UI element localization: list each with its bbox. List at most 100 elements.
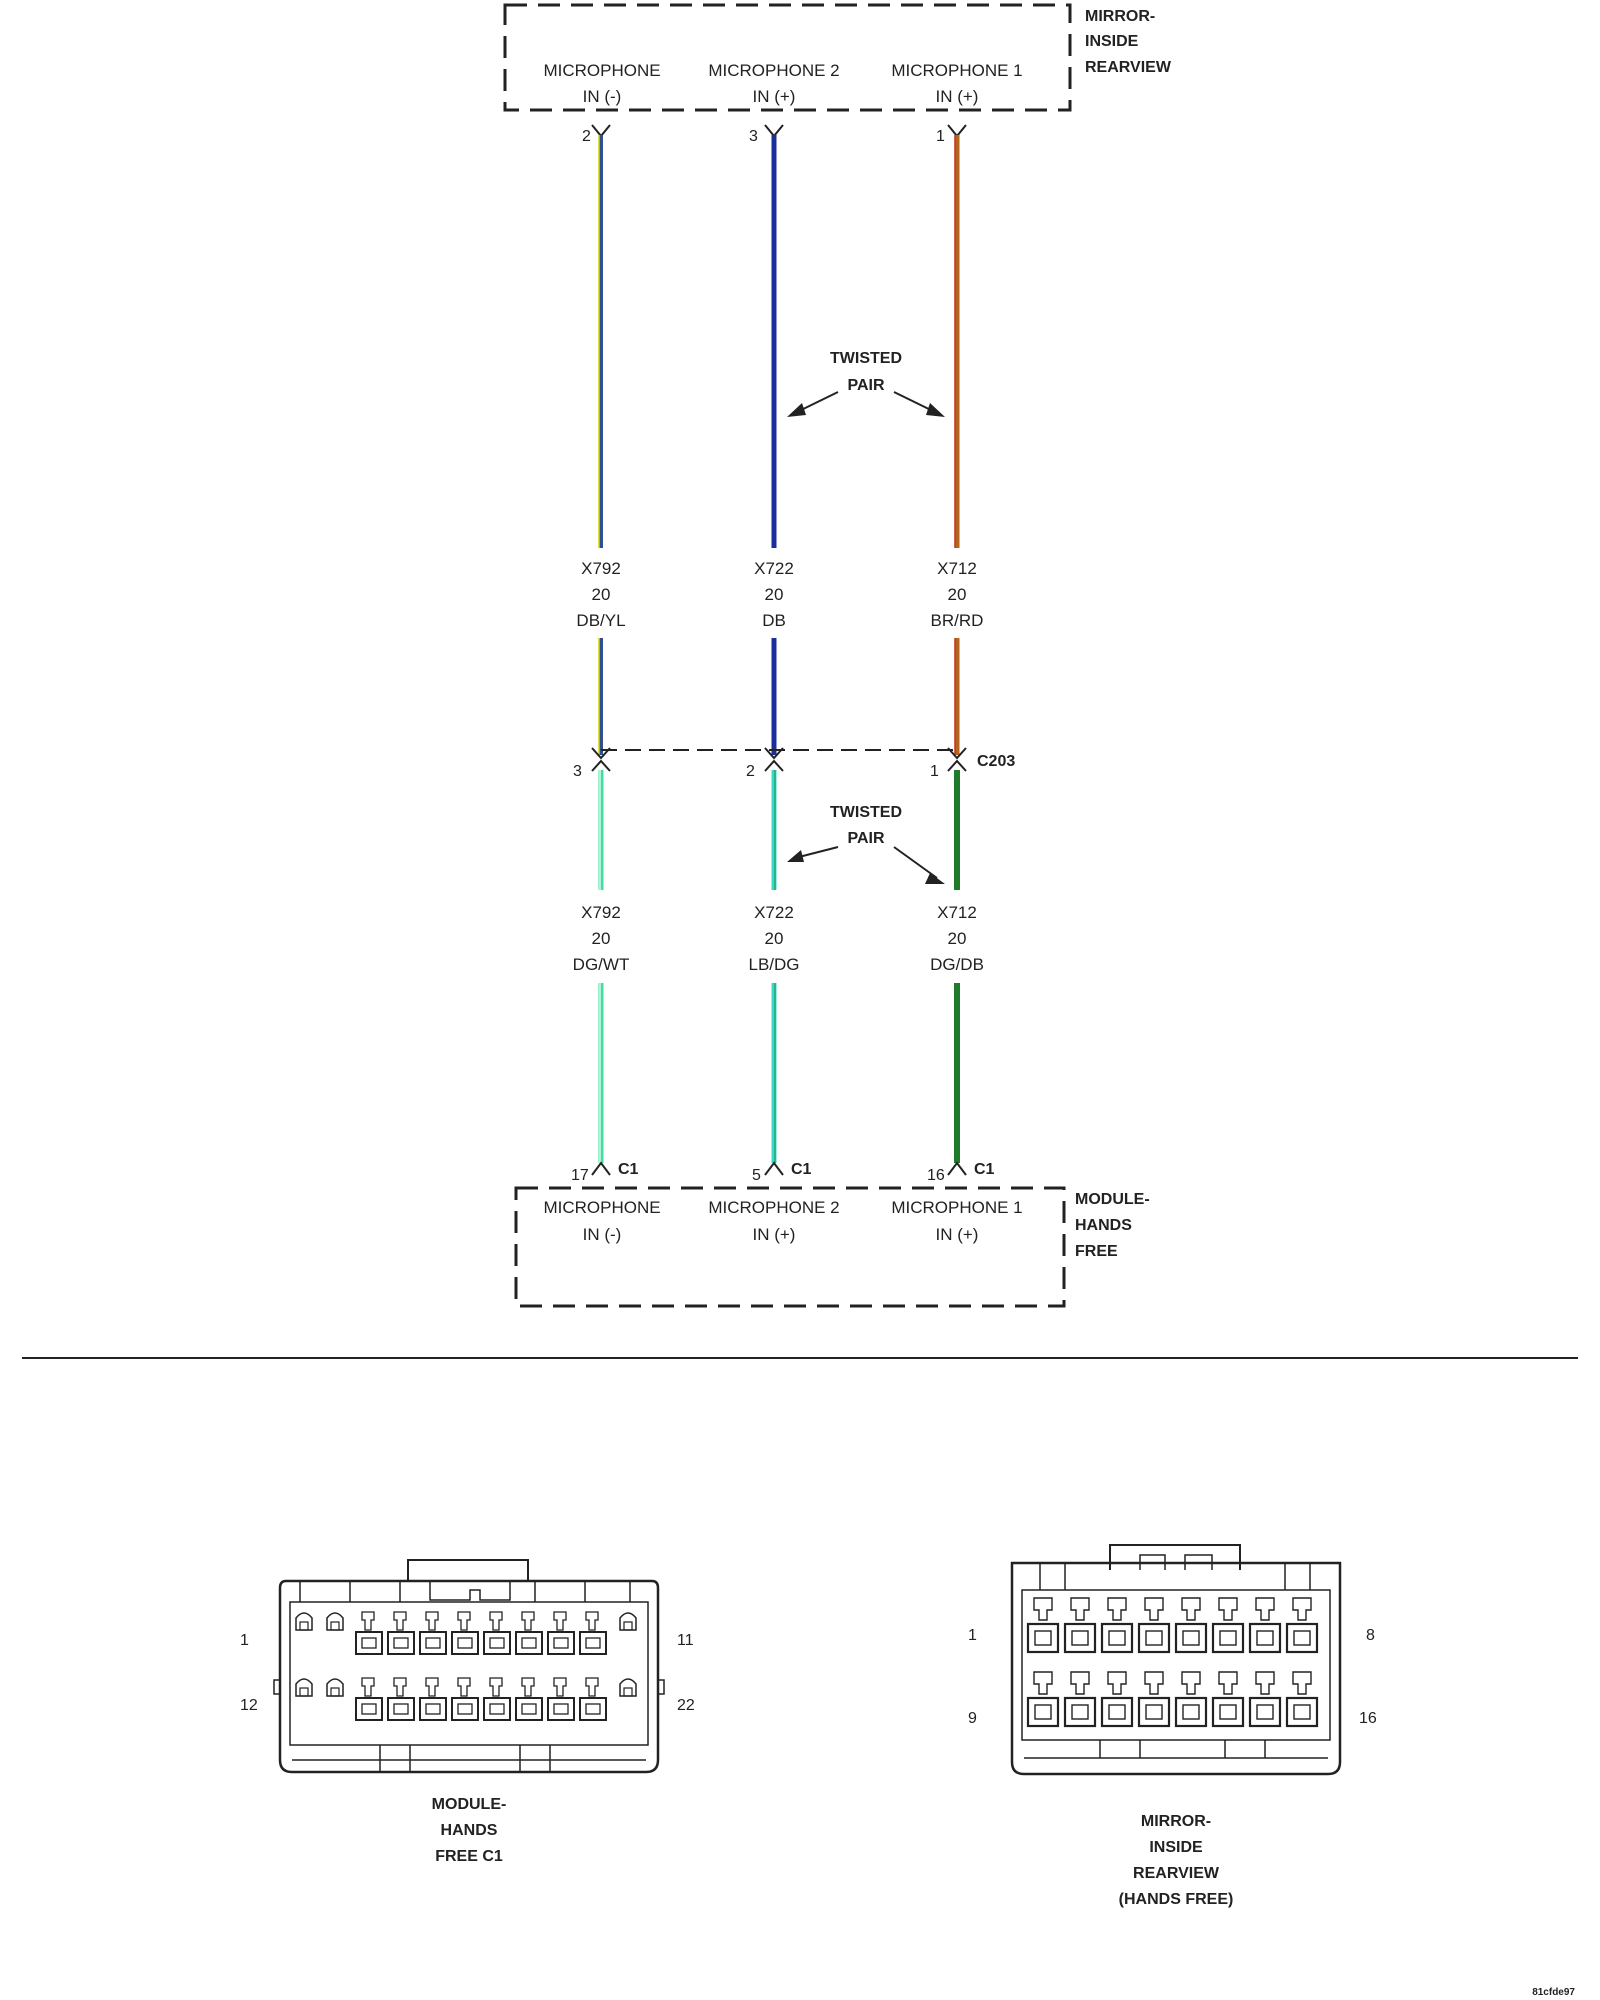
c1-view-top-ribs xyxy=(299,1581,631,1602)
c1-cavity-r0-2 xyxy=(419,1631,447,1655)
module-pin-number-c: 16 xyxy=(927,1167,945,1184)
lower-wire-a-color: DG/WT xyxy=(573,955,630,974)
c203-name: C203 xyxy=(977,753,1015,770)
module-pin-number-a: 17 xyxy=(571,1167,589,1184)
twisted-pair-upper-line1: TWISTED xyxy=(830,350,902,367)
mirror-cavity-inner-r0-0 xyxy=(1034,1630,1052,1646)
mirror-view-pin-label-16: 16 xyxy=(1359,1710,1377,1727)
lower-wire-b-color: LB/DG xyxy=(748,955,799,974)
c1-view-bottom-rail xyxy=(292,1745,646,1772)
c1-cavity-r0-7 xyxy=(579,1631,607,1655)
upper-wire-b-gauge: 20 xyxy=(765,585,784,604)
lower-wire-b-circuit: X722 xyxy=(754,903,794,922)
mirror-pin-label-b2: IN (+) xyxy=(753,87,796,106)
upper-wire-a-gauge: 20 xyxy=(592,585,611,604)
c1-cavity-inner-r1-4 xyxy=(489,1703,505,1715)
lower-wire-c-gauge: 20 xyxy=(948,929,967,948)
c1-cavity-r1-4 xyxy=(483,1697,511,1721)
mirror-pin-label-c1: MICROPHONE 1 xyxy=(891,61,1022,80)
mirror-cavity-inner-r1-6 xyxy=(1256,1704,1274,1720)
mirror-cavity-r0-2 xyxy=(1100,1622,1134,1654)
c203-pin-b: 2 xyxy=(746,763,755,780)
upper-wire-a-circuit: X792 xyxy=(581,559,621,578)
mirror-view-pin-label-9: 9 xyxy=(968,1710,977,1727)
module-component-box xyxy=(514,1186,1066,1308)
mirror-pin-number-c: 1 xyxy=(936,128,945,145)
c1-view-name-line2: HANDS xyxy=(441,1822,498,1839)
c1-cavity-r0-0 xyxy=(355,1631,383,1655)
c1-cavity-r0-6 xyxy=(547,1631,575,1655)
c1-lock-cavity-r1-1 xyxy=(326,1678,344,1697)
c1-cavity-tab-r1-2 xyxy=(425,1677,439,1697)
c1-cavity-inner-r1-5 xyxy=(521,1703,537,1715)
c1-cavity-r1-6 xyxy=(547,1697,575,1721)
c1-view-cavities xyxy=(295,1611,637,1721)
c203-male-symbol-b xyxy=(764,747,784,760)
mirror-view-inner-outline xyxy=(1021,1589,1331,1741)
mirror-component-box xyxy=(503,3,1072,112)
module-pin-label-b2: IN (+) xyxy=(753,1225,796,1244)
mirror-cavity-r1-7 xyxy=(1285,1696,1319,1728)
module-pin-label-a1: MICROPHONE xyxy=(543,1198,660,1217)
twisted-pair-lower-arrowhead-left xyxy=(787,850,804,862)
twisted-pair-lower-line2: PAIR xyxy=(847,830,884,847)
mirror-terminal-symbol-c xyxy=(947,124,967,138)
mirror-view-body xyxy=(1010,1561,1342,1776)
c1-lock-inner-r0-1 xyxy=(330,1621,340,1631)
c1-cavity-tab-r1-5 xyxy=(521,1677,535,1697)
lower-wire-c-color: DG/DB xyxy=(930,955,984,974)
mirror-pin-number-b: 3 xyxy=(749,128,758,145)
c1-cavity-r1-0 xyxy=(355,1697,383,1721)
c203-male-symbol-c xyxy=(947,747,967,760)
mirror-cavity-inner-r1-5 xyxy=(1219,1704,1237,1720)
mirror-cavity-tab-r0-1 xyxy=(1070,1597,1090,1621)
c203-female-symbol-a xyxy=(591,759,611,772)
mirror-cavity-tab-r0-4 xyxy=(1181,1597,1201,1621)
mirror-name-line2: INSIDE xyxy=(1085,33,1139,50)
c1-cavity-tab-r1-4 xyxy=(489,1677,503,1697)
module-connector-label-c: C1 xyxy=(974,1161,995,1178)
mirror-cavity-r0-1 xyxy=(1063,1622,1097,1654)
c1-cavity-r0-4 xyxy=(483,1631,511,1655)
mirror-cavity-inner-r0-4 xyxy=(1182,1630,1200,1646)
mirror-view-name-line3: REARVIEW xyxy=(1133,1865,1220,1882)
c203-female-symbol-c xyxy=(947,759,967,772)
c1-view-top-latch xyxy=(407,1559,529,1581)
module-pin-label-b1: MICROPHONE 2 xyxy=(708,1198,839,1217)
mirror-cavity-r0-0 xyxy=(1026,1622,1060,1654)
c1-lock-cavity-r0-right xyxy=(619,1612,637,1631)
mirror-pin-label-b1: MICROPHONE 2 xyxy=(708,61,839,80)
module-name-line1: MODULE- xyxy=(1075,1191,1150,1208)
twisted-pair-lower-arrow-right xyxy=(893,846,938,879)
c1-cavity-r0-1 xyxy=(387,1631,415,1655)
c1-cavity-tab-r0-0 xyxy=(361,1611,375,1631)
upper-wire-b-circuit: X722 xyxy=(754,559,794,578)
upper-wire-c-color: BR/RD xyxy=(931,611,984,630)
c1-cavity-inner-r0-0 xyxy=(361,1637,377,1649)
mirror-cavity-inner-r0-3 xyxy=(1145,1630,1163,1646)
c1-view-pin-label-11: 11 xyxy=(677,1632,694,1649)
module-name-line2: HANDS xyxy=(1075,1217,1132,1234)
c1-cavity-tab-r0-6 xyxy=(553,1611,567,1631)
upper-wire-b-color: DB xyxy=(762,611,786,630)
lower-wires xyxy=(598,770,960,1163)
c1-view-side-notch-right xyxy=(657,1679,665,1695)
mirror-cavity-tab-r0-7 xyxy=(1292,1597,1312,1621)
mirror-cavity-tab-r0-6 xyxy=(1255,1597,1275,1621)
twisted-pair-upper: TWISTED PAIR xyxy=(787,350,945,417)
lower-wire-labels: X792 20 DG/WT X722 20 LB/DG X712 20 DG/D… xyxy=(573,903,984,974)
footer-code: 81cfde97 xyxy=(1532,1987,1575,1998)
mirror-view-top-ribs xyxy=(1039,1563,1311,1590)
mirror-cavity-r0-6 xyxy=(1248,1622,1282,1654)
lower-wire-a-gauge: 20 xyxy=(592,929,611,948)
twisted-pair-lower: TWISTED PAIR xyxy=(787,804,945,884)
c1-view-name-line1: MODULE- xyxy=(432,1796,507,1813)
c1-lock-inner-r1-1 xyxy=(330,1687,340,1697)
c1-lock-inner-r1-0 xyxy=(299,1687,309,1697)
twisted-pair-upper-arrowhead-right xyxy=(926,403,945,417)
module-pin-label-a2: IN (-) xyxy=(583,1225,622,1244)
mirror-pin-label-a1: MICROPHONE xyxy=(543,61,660,80)
mirror-cavity-r0-5 xyxy=(1211,1622,1245,1654)
c1-view-pin-label-1: 1 xyxy=(240,1632,249,1649)
